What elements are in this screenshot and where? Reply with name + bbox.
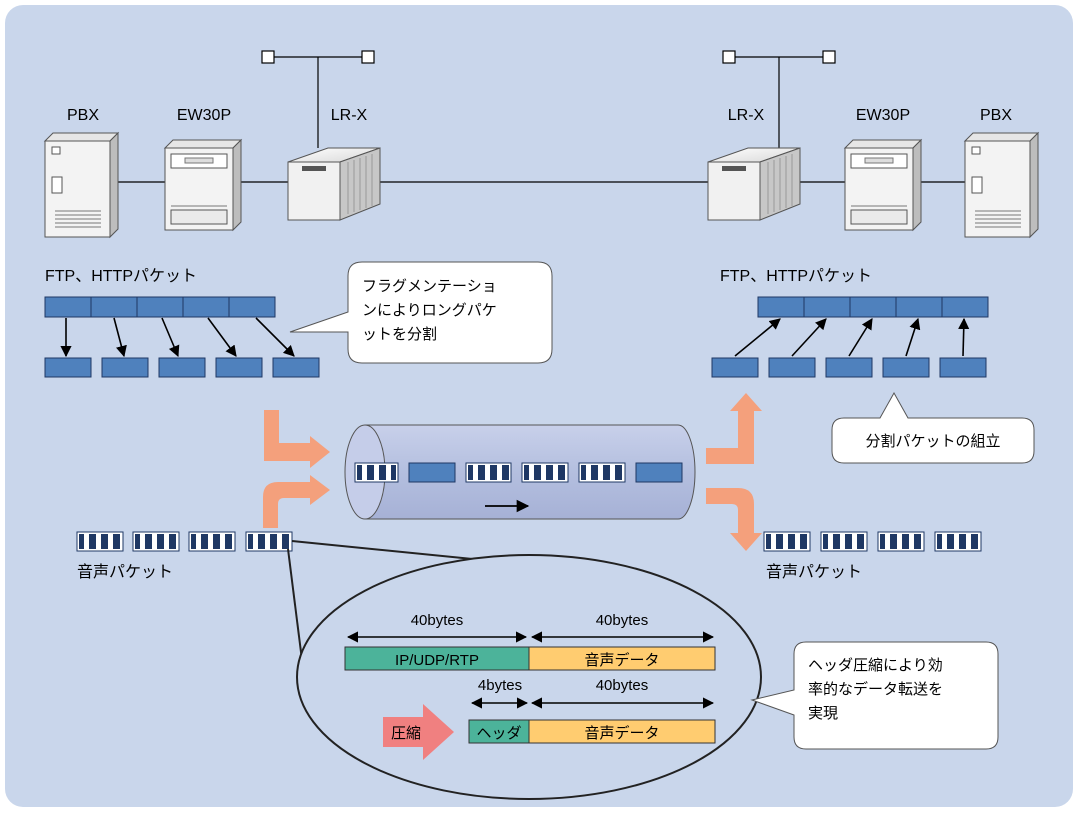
- before-data-block: [528, 646, 716, 671]
- background-panel: [5, 5, 1073, 807]
- ew30p-right-label: EW30P: [856, 107, 910, 124]
- lrx-left: [287, 147, 381, 221]
- lrx-left-antenna: [261, 50, 375, 148]
- voice-packet: [245, 531, 293, 552]
- before-header-label: IP/UDP/RTP: [395, 652, 479, 669]
- fragmentation-callout-line-3: ットを分割: [362, 326, 437, 343]
- pbx-left: [43, 131, 120, 239]
- compress-label: 圧縮: [391, 725, 421, 742]
- tube-data-packet: [635, 462, 683, 483]
- tube-data-packet: [408, 462, 456, 483]
- voice-packet-label-left: 音声パケット: [77, 563, 173, 581]
- ew30p-left-label: EW30P: [177, 107, 231, 124]
- tube-packets: [354, 462, 683, 483]
- after-data-block: [528, 719, 716, 744]
- ftp-http-label-left: FTP、HTTPパケット: [45, 267, 197, 285]
- fragments-right: [711, 357, 987, 378]
- tube-voice-packet: [578, 462, 626, 483]
- fragments-left: [44, 357, 320, 378]
- lrx-left-label: LR-X: [331, 107, 368, 124]
- lrx-right-label: LR-X: [728, 107, 765, 124]
- tube-voice-packet: [354, 462, 399, 483]
- reassembly-callout: 分割パケットの組立: [831, 391, 1035, 464]
- zoom-ellipse: [296, 554, 762, 800]
- header-compression-callout: ヘッダ圧縮により効 率的なデータ転送を 実現: [750, 641, 999, 750]
- voice-packets-left: [76, 531, 293, 552]
- header-compression-callout-line-1: ヘッダ圧縮により効: [808, 657, 943, 674]
- header-compression-callout-line-3: 実現: [808, 705, 838, 722]
- tube-voice-packet: [521, 462, 569, 483]
- voice-packet: [820, 531, 868, 552]
- voice-packets-right: [763, 531, 982, 552]
- ew30p-right: [843, 138, 923, 232]
- voice-packet-label-right: 音声パケット: [766, 563, 862, 581]
- after-data-label: 音声データ: [584, 724, 659, 742]
- pbx-left-label: PBX: [67, 107, 99, 124]
- after-header-size: 4bytes: [478, 677, 522, 694]
- voice-packet: [934, 531, 982, 552]
- voice-packet: [763, 531, 811, 552]
- tube-voice-packet: [465, 462, 512, 483]
- pbx-right: [963, 131, 1040, 239]
- before-data-size: 40bytes: [596, 612, 649, 629]
- before-data-label: 音声データ: [584, 651, 659, 669]
- fragmentation-callout-line-1: フラグメンテーショ: [362, 278, 497, 295]
- ftp-http-label-right: FTP、HTTPパケット: [720, 267, 872, 285]
- compress-arrow: 圧縮: [383, 704, 454, 760]
- before-header-size: 40bytes: [411, 612, 464, 629]
- fragment-arrows-left: [60, 317, 295, 358]
- ew30p-left: [163, 138, 243, 232]
- reassembly-callout-text: 分割パケットの組立: [865, 433, 1000, 450]
- pbx-right-label: PBX: [980, 107, 1012, 124]
- header-compression-callout-line-2: 率的なデータ転送を: [808, 680, 943, 698]
- reassembly-arrows-right: [734, 317, 970, 357]
- voice-packet: [877, 531, 925, 552]
- after-data-size: 40bytes: [596, 677, 649, 694]
- lrx-right: [707, 147, 801, 221]
- fragmentation-callout: フラグメンテーショ ンによりロングパケ ットを分割: [289, 261, 553, 364]
- fragmentation-callout-line-2: ンによりロングパケ: [362, 302, 497, 319]
- after-header-label: ヘッダ: [476, 725, 521, 742]
- voice-packet: [188, 531, 236, 552]
- voice-packet: [76, 531, 124, 552]
- flow-arrows: [263, 393, 762, 551]
- long-packet-left: [44, 296, 276, 318]
- lrx-right-antenna: [722, 50, 836, 148]
- long-packet-right: [757, 296, 989, 318]
- voice-packet: [132, 531, 180, 552]
